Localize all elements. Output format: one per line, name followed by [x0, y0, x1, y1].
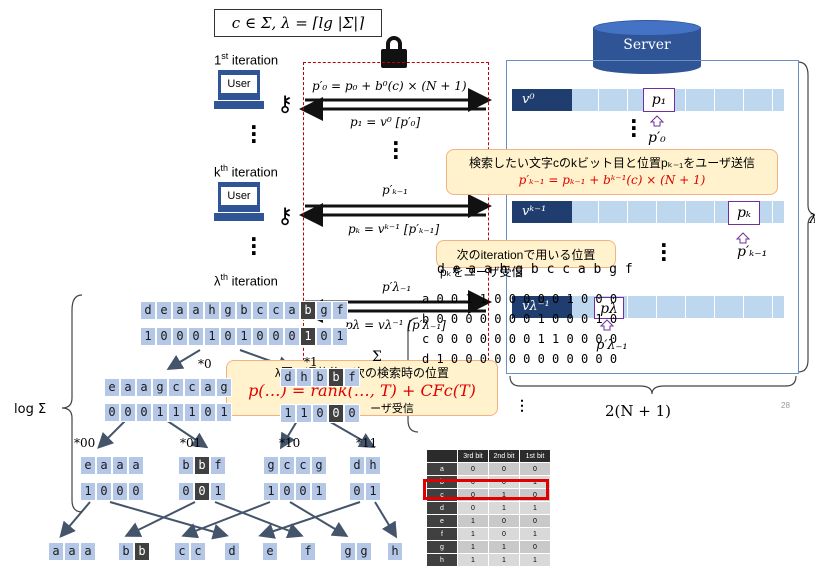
- node-label-01: *01: [180, 436, 202, 450]
- user-icon-1: User: [214, 70, 264, 116]
- log-sigma-label: log Σ: [14, 402, 47, 417]
- callout-receive-position-line2: pₖをユーザ受信: [440, 265, 524, 279]
- server-icon: Server: [593, 20, 701, 74]
- send-lambda-formula: p′λ₋₁: [382, 280, 412, 294]
- node-label-00: *00: [74, 436, 96, 450]
- leaf-h: h: [387, 542, 403, 561]
- callout-send-bit-text: 検索したい文字cのkビット目と位置pₖ₋₁をユーザ送信: [469, 156, 755, 170]
- lambda-brace-label: λ: [809, 212, 815, 227]
- user-icon-k: User: [214, 182, 264, 228]
- vector-v0-label: v⁰: [512, 89, 572, 111]
- callout-final-line2: ーザ受信: [370, 403, 414, 415]
- node-label-0: *0: [198, 357, 212, 371]
- highlight-row-b: [423, 479, 549, 500]
- recv-lambda-formula: pλ = vλ⁻¹ [p′λ₋₁]: [345, 318, 446, 332]
- pk-prime-label: p′ₖ₋₁: [737, 244, 768, 260]
- node-label-10: *10: [279, 436, 301, 450]
- matrix-vdots: ⋮: [515, 398, 529, 414]
- leaf-d: d: [224, 542, 240, 561]
- callout-receive-position-line1: 次のiterationで用いる位置: [456, 248, 596, 262]
- callout-receive-position: 次のiterationで用いる位置: [436, 240, 616, 268]
- recv-0-formula: p₁ = v⁰ [p′₀]: [350, 115, 421, 129]
- user-dots-1: ···: [250, 115, 258, 153]
- alphabet-formula: c ∈ Σ, λ = ⌈lg |Σ|⌉: [214, 9, 382, 37]
- sigma-symbol: Σ: [372, 349, 382, 365]
- vector-vk: vᵏ⁻¹: [512, 201, 784, 223]
- send-k-formula: p′ₖ₋₁: [382, 183, 408, 197]
- overlay-top-letters: d e a a h g b c c a b g f: [437, 262, 633, 277]
- vector-vk-label: vᵏ⁻¹: [512, 201, 572, 223]
- pk-cell: pₖ: [728, 201, 760, 225]
- protocol-dots-1: ···: [392, 131, 400, 169]
- callout-send-bit: 検索したい文字cのkビット目と位置pₖ₋₁をユーザ送信 p′ₖ₋₁ = pₖ₋₁…: [446, 149, 778, 195]
- vector-vl-label: vλ⁻¹: [512, 296, 572, 318]
- recv-k-formula: pₖ = vᵏ⁻¹ [p′ₖ₋₁]: [348, 222, 440, 236]
- p0-prime-label: p′₀: [648, 130, 666, 146]
- vector-width-label: 2(N + 1): [605, 402, 672, 420]
- server-label: Server: [623, 37, 671, 53]
- callout-send-bit-formula: p′ₖ₋₁ = pₖ₋₁ + bᵏ⁻¹(c) × (N + 1): [518, 173, 706, 187]
- server-dots-2: ···: [660, 233, 668, 271]
- pl-prime-label: p′λ₋₁: [596, 338, 628, 353]
- node-label-1: *1: [304, 355, 318, 369]
- iteration-k-label: kth iteration: [214, 163, 278, 180]
- callout-final-formula: p(…) = rank(…, T) + CFc(T): [248, 381, 476, 400]
- iteration-lambda-label: λth iteration: [214, 272, 278, 289]
- leaf-f: f: [300, 542, 316, 561]
- key-icon-1: ⚷: [277, 92, 294, 117]
- lock-icon: [381, 36, 407, 68]
- vector-vl: vλ⁻¹: [512, 296, 784, 318]
- user-dots-2: ···: [250, 227, 258, 265]
- send-0-formula: p′₀ = p₀ + b⁰(c) × (N + 1): [312, 79, 467, 93]
- iteration-1-label: 1st iteration: [214, 51, 279, 68]
- node-label-11: *11: [356, 436, 378, 450]
- server-storage-area: [506, 60, 799, 374]
- key-icon-k: ⚷: [277, 204, 294, 229]
- page-number: 28: [781, 401, 790, 410]
- leaf-e: e: [262, 542, 278, 561]
- server-dots-1: ···: [630, 109, 638, 147]
- p1-cell: p₁: [643, 88, 675, 112]
- pl-cell: pλ: [594, 297, 624, 319]
